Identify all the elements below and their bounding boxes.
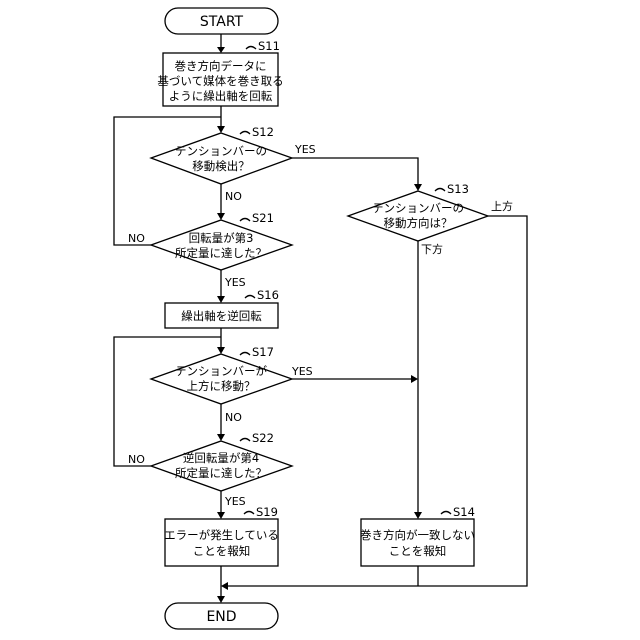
decision-s22: 逆回転量が第4 所定量に達した？ S22 NO YES bbox=[128, 431, 292, 508]
s17-no-label: NO bbox=[225, 411, 242, 424]
decision-s17: テンションバーが 上方に移動？ S17 YES NO bbox=[151, 345, 313, 424]
s12-id: S12 bbox=[252, 125, 274, 139]
s16-id: S16 bbox=[257, 288, 279, 302]
s11-line-3: ように繰出軸を回転 bbox=[169, 89, 273, 103]
s21-line-2: 所定量に達した？ bbox=[175, 246, 267, 260]
s22-id: S22 bbox=[252, 431, 274, 445]
s21-no-label: NO bbox=[128, 232, 145, 245]
s17-yes-label: YES bbox=[291, 365, 313, 378]
s11-line-2: 基づいて媒体を巻き取る bbox=[157, 74, 283, 88]
end-terminal: END bbox=[165, 603, 278, 629]
s14-line-1: 巻き方向が一致しない bbox=[360, 528, 475, 542]
s17-id: S17 bbox=[252, 345, 274, 359]
step-s16: 繰出軸を逆回転 S16 bbox=[165, 288, 279, 328]
s12-line-2: 移動検出？ bbox=[192, 159, 250, 173]
s21-line-1: 回転量が第3 bbox=[189, 231, 254, 245]
s22-yes-label: YES bbox=[224, 495, 246, 508]
s19-line-2: ことを報知 bbox=[193, 544, 251, 558]
s19-line-1: エラーが発生している bbox=[164, 528, 279, 542]
s13-line-2: 移動方向は？ bbox=[384, 216, 453, 230]
s19-id: S19 bbox=[256, 505, 278, 519]
s22-line-1: 逆回転量が第4 bbox=[183, 451, 259, 465]
s12-line-1: テンションバーの bbox=[175, 144, 267, 158]
decision-s12: テンションバーの 移動検出？ S12 YES NO bbox=[151, 125, 316, 203]
s21-yes-label: YES bbox=[224, 276, 246, 289]
start-label: START bbox=[200, 14, 244, 30]
s13-down-label: 下方 bbox=[421, 242, 443, 256]
start-terminal: START bbox=[165, 8, 278, 34]
s12-yes-label: YES bbox=[294, 143, 316, 156]
s12-no-label: NO bbox=[225, 190, 242, 203]
end-label: END bbox=[206, 609, 236, 625]
decision-s13: テンションバーの 移動方向は？ S13 上方 下方 bbox=[348, 182, 513, 256]
s11-line-1: 巻き方向データに bbox=[175, 59, 267, 73]
s17-line-1: テンションバーが bbox=[175, 364, 267, 378]
s13-id: S13 bbox=[447, 182, 469, 196]
s17-line-2: 上方に移動？ bbox=[187, 379, 256, 393]
s16-line-1: 繰出軸を逆回転 bbox=[181, 309, 262, 323]
s21-id: S21 bbox=[252, 211, 274, 225]
decision-s21: 回転量が第3 所定量に達した？ S21 NO YES bbox=[128, 211, 292, 289]
s11-id: S11 bbox=[258, 39, 280, 53]
s22-no-label: NO bbox=[128, 453, 145, 466]
s13-up-label: 上方 bbox=[491, 199, 513, 213]
s14-id: S14 bbox=[453, 505, 475, 519]
s13-line-1: テンションバーの bbox=[372, 201, 464, 215]
s22-line-2: 所定量に達した？ bbox=[175, 466, 267, 480]
s14-line-2: ことを報知 bbox=[389, 544, 447, 558]
